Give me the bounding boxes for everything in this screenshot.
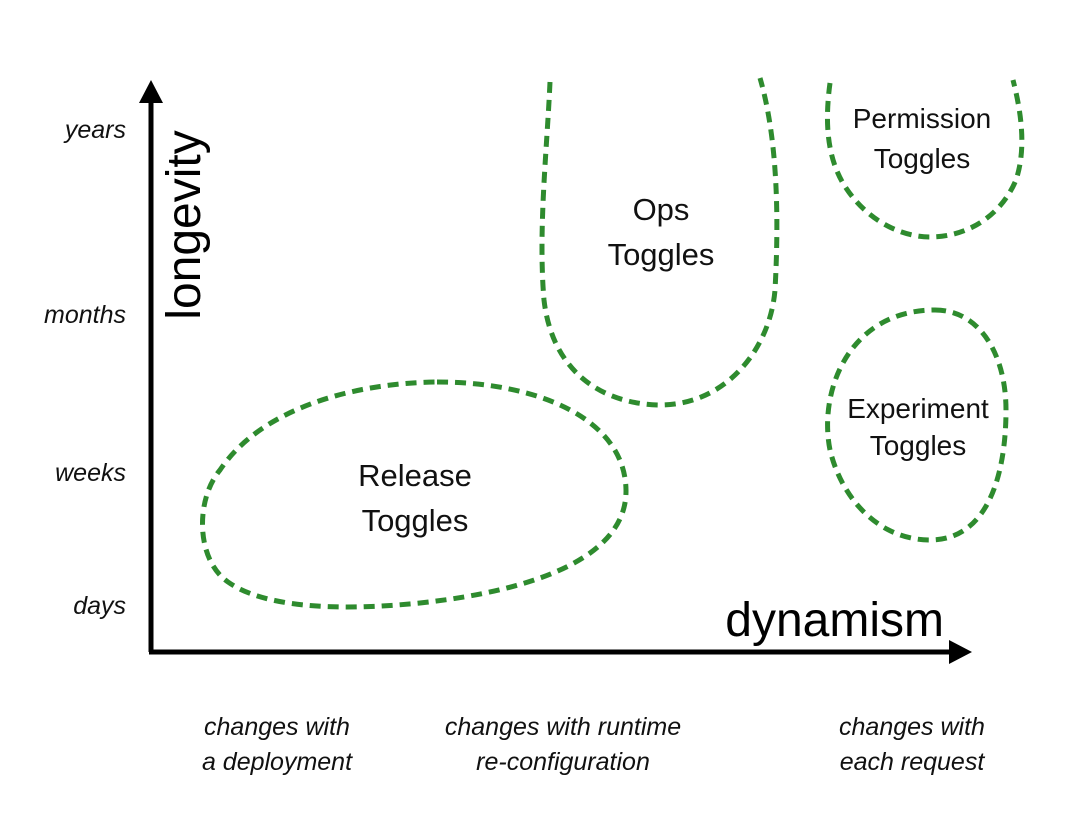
permission-toggles-label-line2: Toggles	[874, 143, 971, 174]
y-tick-years: years	[63, 116, 126, 144]
toggle-regions	[200, 77, 1025, 610]
y-tick-months: months	[44, 301, 126, 329]
x-axis-title: dynamism	[725, 594, 944, 647]
y-axis-ticks: years months weeks days	[44, 116, 126, 620]
x-category-runtime-line2: re-configuration	[476, 748, 650, 776]
release-toggles-region	[200, 379, 629, 610]
y-axis-title: longevity	[158, 130, 211, 319]
x-category-runtime-line1: changes with runtime	[445, 713, 681, 741]
experiment-toggles-label-line2: Toggles	[870, 430, 967, 461]
region-labels: Release Toggles Ops Toggles Permission T…	[358, 103, 991, 538]
y-axis-arrowhead	[139, 80, 163, 103]
axes	[139, 80, 972, 664]
ops-toggles-region	[539, 77, 780, 408]
release-toggles-label-line1: Release	[358, 458, 472, 493]
x-category-request-line1: changes with	[839, 713, 985, 741]
x-category-request-line2: each request	[840, 748, 986, 776]
release-toggles-label-line2: Toggles	[362, 503, 469, 538]
permission-toggles-label-line1: Permission	[853, 103, 991, 134]
x-axis-categories: changes with a deployment changes with r…	[202, 713, 985, 776]
ops-toggles-label-line1: Ops	[633, 192, 690, 227]
ops-toggles-label-line2: Toggles	[608, 237, 715, 272]
x-axis-arrowhead	[949, 640, 972, 664]
y-tick-days: days	[73, 592, 126, 620]
experiment-toggles-label-line1: Experiment	[847, 393, 989, 424]
experiment-toggles-region	[825, 307, 1009, 543]
x-category-deployment-line2: a deployment	[202, 748, 353, 776]
y-tick-weeks: weeks	[55, 459, 126, 487]
x-category-deployment-line1: changes with	[204, 713, 350, 741]
permission-toggles-region	[825, 79, 1025, 240]
